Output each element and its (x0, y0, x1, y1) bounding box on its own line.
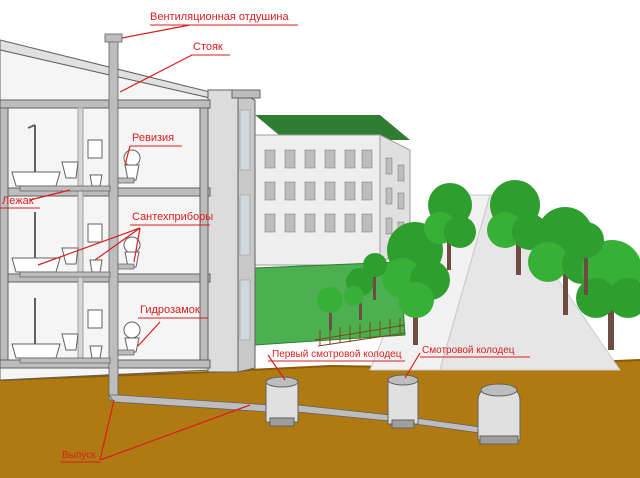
manhole (388, 375, 418, 428)
ground-soil (0, 360, 640, 478)
street-manhole (478, 384, 520, 444)
first-manhole (266, 377, 298, 426)
label-outlet: Выпуск (62, 450, 96, 461)
label-first-well: Первый смотровой колодец (272, 349, 402, 360)
label-trap: Гидрозамок (140, 304, 200, 316)
label-vent: Вентиляционная отдушина (150, 11, 289, 23)
label-fixtures: Сантехприборы (132, 211, 213, 223)
label-revision: Ревизия (132, 132, 174, 144)
label-well: Смотровой колодец (422, 345, 515, 356)
label-riser: Стояк (193, 41, 223, 53)
label-lezhak: Лежак (2, 195, 34, 207)
background-building (255, 115, 410, 265)
